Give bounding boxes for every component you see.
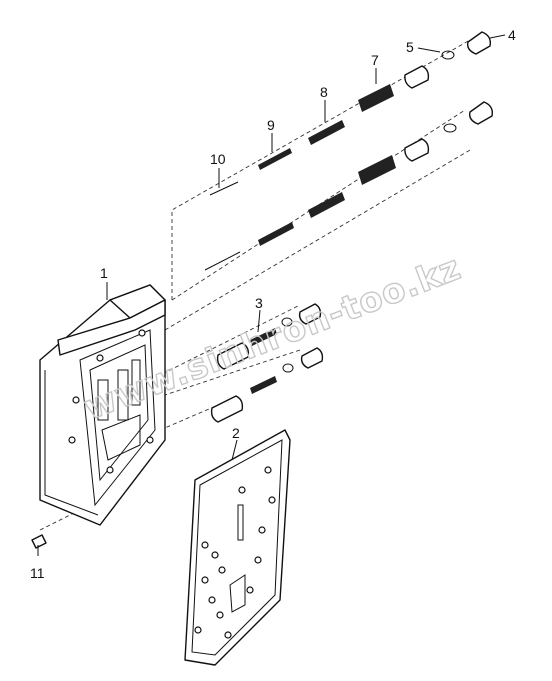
- callout-1: 1: [100, 265, 108, 281]
- callout-10: 10: [210, 151, 226, 167]
- lower-valve-row-1: [216, 303, 322, 370]
- callout-9: 9: [267, 117, 275, 133]
- callout-7: 7: [371, 52, 379, 68]
- callout-4: 4: [508, 27, 516, 43]
- callout-11: 11: [30, 565, 45, 581]
- callout-8: 8: [320, 84, 328, 100]
- callout-2: 2: [232, 425, 240, 441]
- valve-body-part-1: [39, 284, 166, 526]
- callout-5: 5: [406, 39, 414, 55]
- callout-3: 3: [255, 295, 263, 311]
- valve-train-row-2: [204, 101, 494, 271]
- leader-lines: [37, 34, 506, 556]
- valve-train-row-1: [209, 31, 492, 196]
- lower-valve-row-2: [210, 347, 324, 423]
- fitting-part-11: [31, 534, 47, 549]
- separator-plate-part-2: [184, 429, 291, 666]
